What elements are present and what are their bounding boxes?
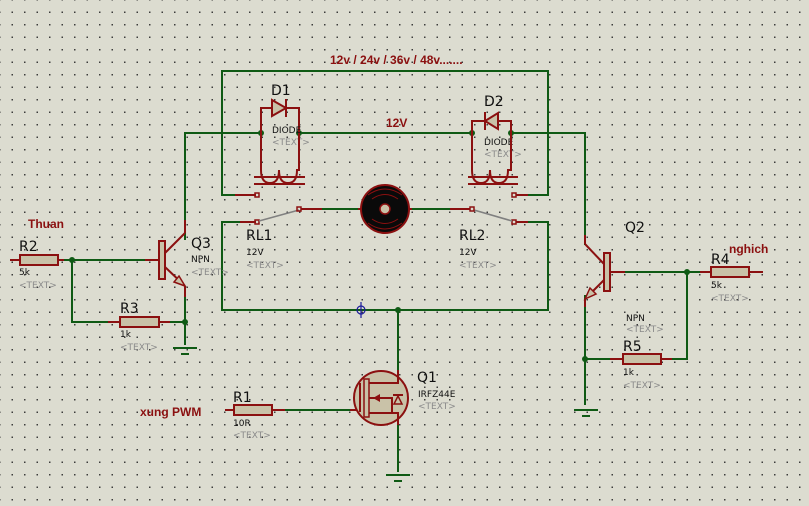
rl1-text: <TEXT> <box>246 261 284 271</box>
ground-icon-q3 <box>173 347 197 355</box>
q2-value: NPN <box>626 314 645 324</box>
transistor-q3[interactable]: Q3 NPN <TEXT> <box>145 220 229 297</box>
q2-ref: Q2 <box>625 220 645 236</box>
resistor-r3[interactable]: R3 1k <TEXT> <box>108 301 170 353</box>
r2-value: 5k <box>19 268 31 278</box>
transistor-q2[interactable]: Q2 NPN <TEXT> <box>583 220 664 335</box>
thuan-label: Thuan <box>28 217 64 231</box>
relay-coil-rl1[interactable] <box>254 133 305 185</box>
q2-text: <TEXT> <box>626 325 664 335</box>
q1-text: <TEXT> <box>418 402 456 412</box>
pwm-label: xung PWM <box>140 405 201 419</box>
relay-coil-rl2[interactable] <box>468 133 518 185</box>
q3-value: NPN <box>191 255 210 265</box>
relay-rl1[interactable]: RL1 12V <TEXT> <box>235 192 322 271</box>
d2-value: DIODE <box>484 138 514 148</box>
r1-value: 10R <box>233 419 251 429</box>
q3-ref: Q3 <box>191 236 211 252</box>
diode-d1[interactable]: D1 DIODE <TEXT> <box>260 83 310 148</box>
r3-text: <TEXT> <box>120 343 158 353</box>
junction-nodes <box>69 130 690 362</box>
rl1-ref: RL1 <box>246 228 272 244</box>
r4-text: <TEXT> <box>711 294 749 304</box>
q1-value: IRFZ44E <box>418 390 456 400</box>
r5-value: 1k <box>623 368 635 378</box>
r4-value: 5k <box>711 281 723 291</box>
origin-marker-icon <box>356 302 366 318</box>
q3-text: <TEXT> <box>191 268 229 278</box>
r1-ref: R1 <box>233 390 252 406</box>
d2-text: <TEXT> <box>484 150 522 160</box>
nghich-label: nghich <box>729 242 768 256</box>
r3-value: 1k <box>120 330 132 340</box>
r3-ref: R3 <box>120 301 139 317</box>
supply-voltage-label: 12v / 24v / 36v / 48v....... <box>330 53 463 67</box>
resistor-r4[interactable]: R4 5k <TEXT> <box>700 252 763 304</box>
ground-icon-q1 <box>386 474 410 482</box>
r1-text: <TEXT> <box>233 431 271 441</box>
resistor-r2[interactable]: R2 5k <TEXT> <box>10 239 64 291</box>
relay-supply-label: 12V <box>386 116 407 130</box>
rl1-value: 12V <box>246 248 264 258</box>
d1-value: DIODE <box>272 126 302 136</box>
relay-rl2[interactable]: RL2 12V <TEXT> <box>450 192 528 271</box>
r5-ref: R5 <box>623 339 642 355</box>
d1-ref: D1 <box>271 83 291 99</box>
resistor-r5[interactable]: R5 1k <TEXT> <box>610 339 672 391</box>
d2-ref: D2 <box>484 94 504 110</box>
ground-icon-q2 <box>574 409 598 417</box>
d1-text: <TEXT> <box>272 138 310 148</box>
r5-text: <TEXT> <box>623 381 661 391</box>
rl2-ref: RL2 <box>459 228 485 244</box>
r2-text: <TEXT> <box>19 281 57 291</box>
q1-ref: Q1 <box>417 370 437 386</box>
rl2-text: <TEXT> <box>459 261 497 271</box>
resistor-r1[interactable]: R1 10R <TEXT> <box>225 390 285 441</box>
r4-ref: R4 <box>711 252 730 268</box>
mosfet-q1[interactable]: Q1 IRFZ44E <TEXT> <box>350 370 456 426</box>
dc-motor-icon[interactable] <box>358 184 412 234</box>
rl2-value: 12V <box>459 248 477 258</box>
diode-d2[interactable]: D2 DIODE <TEXT> <box>471 94 522 160</box>
r2-ref: R2 <box>19 239 38 255</box>
